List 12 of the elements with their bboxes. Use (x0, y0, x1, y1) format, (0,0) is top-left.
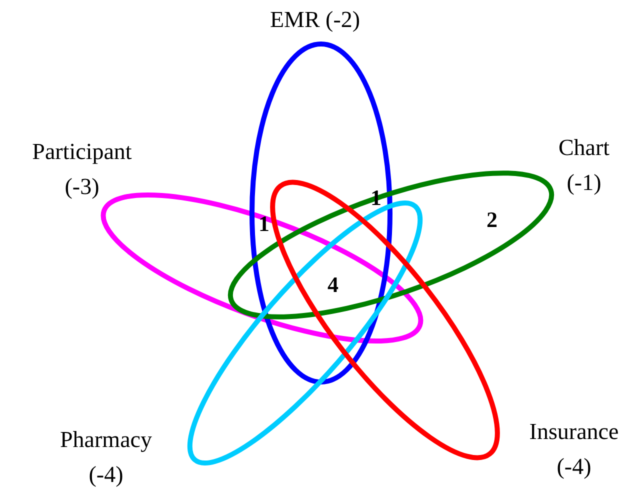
region-count: 4 (328, 274, 338, 296)
set-ellipse (270, 180, 500, 460)
set-label: Pharmacy (-4) (59, 426, 153, 489)
set-ellipse (100, 192, 424, 344)
set-label: Chart (-1) (557, 134, 611, 197)
set-ellipse (250, 42, 392, 384)
set-ellipse (228, 170, 554, 320)
set-label: Insurance (-4) (528, 418, 620, 481)
set-label: Participant (-3) (31, 138, 133, 201)
region-count: 1 (370, 187, 382, 209)
set-label: EMR (-2) (268, 6, 362, 34)
region-count: 2 (486, 209, 498, 231)
